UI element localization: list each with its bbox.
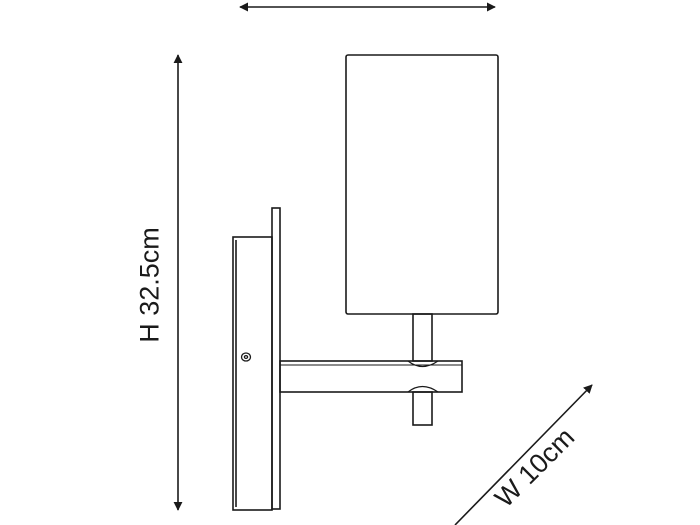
backplate [232, 207, 281, 511]
height-label: H 32.5cm [134, 227, 165, 343]
stem [407, 313, 439, 426]
arm [279, 360, 463, 393]
screw-icon [240, 352, 252, 362]
lamp-shade [345, 54, 499, 315]
width-dimension-arrow [454, 384, 593, 525]
